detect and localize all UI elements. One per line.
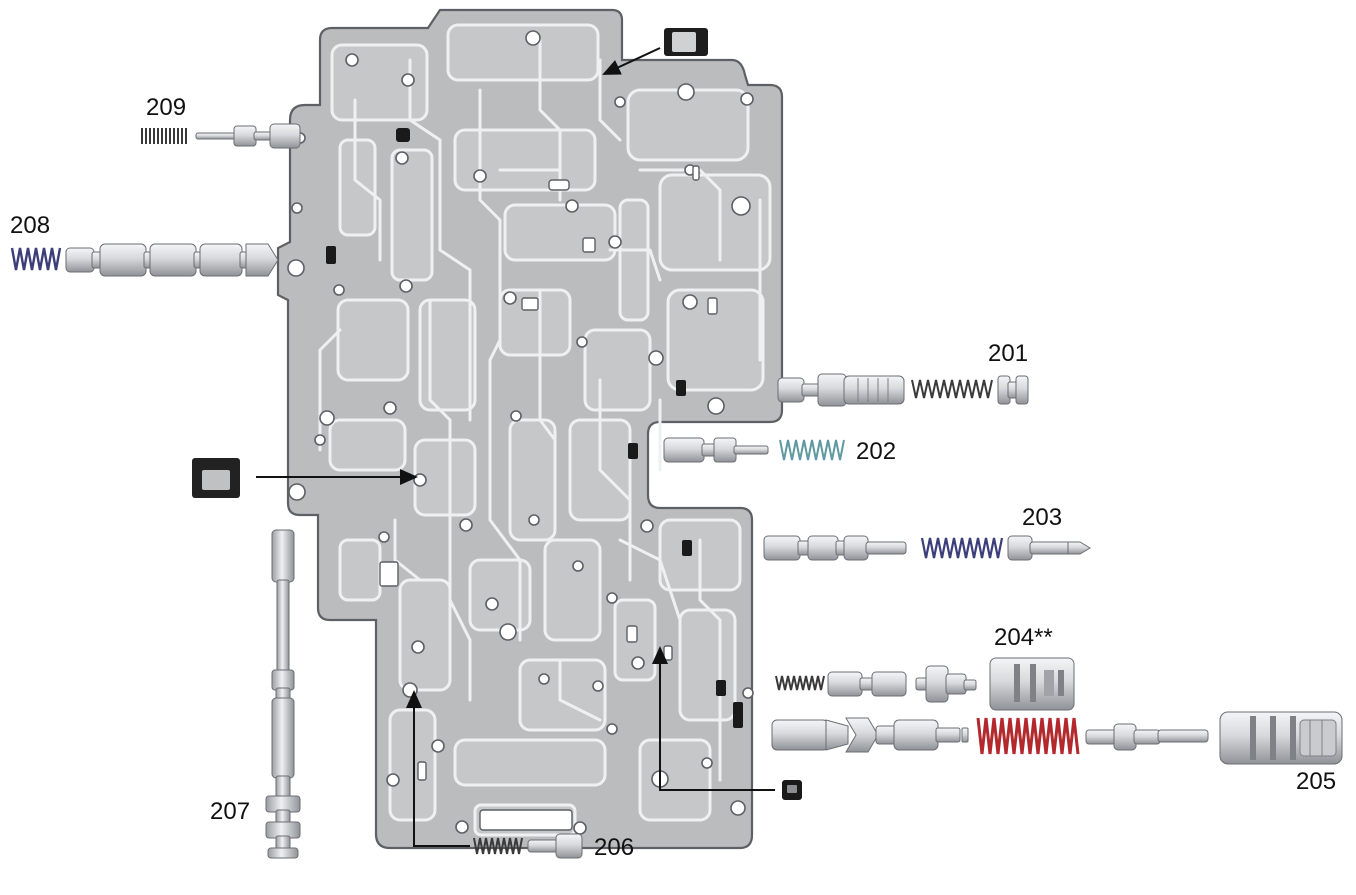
part-201-assembly	[777, 373, 1029, 407]
spring-204	[775, 675, 825, 691]
sleeve-205	[1219, 711, 1343, 765]
plate-slots	[379, 165, 718, 831]
label-204: 204**	[994, 624, 1053, 651]
callout-arrows	[256, 47, 775, 847]
part-205-assembly	[771, 711, 1343, 765]
label-201: 201	[988, 340, 1029, 367]
valve-202	[663, 437, 769, 463]
spring-206	[473, 837, 523, 855]
plug-203	[1007, 535, 1091, 561]
spring-203	[920, 537, 1004, 559]
valve-205-main	[771, 717, 969, 753]
part-209-assembly	[141, 123, 301, 149]
spring-208	[10, 247, 62, 271]
valve-203	[763, 535, 907, 561]
spring-201	[911, 379, 993, 399]
label-203: 203	[1022, 504, 1063, 531]
label-208: 208	[10, 212, 51, 239]
plate-bolt-holes	[287, 30, 754, 835]
valve-204	[827, 665, 977, 703]
valve-209	[195, 123, 301, 149]
plug-201	[997, 375, 1029, 405]
part-206-assembly	[473, 833, 583, 859]
label-206: 206	[594, 834, 635, 861]
arrow-check-ball	[652, 646, 775, 791]
part-203-assembly	[763, 535, 1091, 561]
part-207-valve	[265, 529, 301, 859]
plug-206	[527, 833, 583, 859]
valve-201	[777, 373, 905, 407]
label-207: 207	[210, 798, 251, 825]
label-209: 209	[146, 94, 187, 121]
arrow-top-filter	[602, 47, 661, 75]
spring-202	[779, 439, 845, 461]
label-205: 205	[1296, 768, 1337, 795]
plate-passages	[318, 38, 762, 782]
part-202-assembly	[663, 437, 845, 463]
part-208-assembly	[10, 243, 279, 277]
separator-plate	[276, 8, 784, 850]
arrow-206	[406, 690, 470, 847]
left-filter-insert	[192, 458, 240, 498]
top-filter-insert	[664, 28, 708, 56]
valve-205-small	[1085, 723, 1209, 751]
spring-205	[976, 717, 1080, 755]
sleeve-204	[989, 657, 1075, 711]
check-ball-insert	[782, 780, 802, 800]
label-202: 202	[856, 438, 897, 465]
valve-208	[65, 243, 279, 277]
plate-check-ball-seats	[326, 128, 743, 728]
spring-209	[141, 128, 187, 144]
part-204-assembly	[775, 657, 1075, 711]
